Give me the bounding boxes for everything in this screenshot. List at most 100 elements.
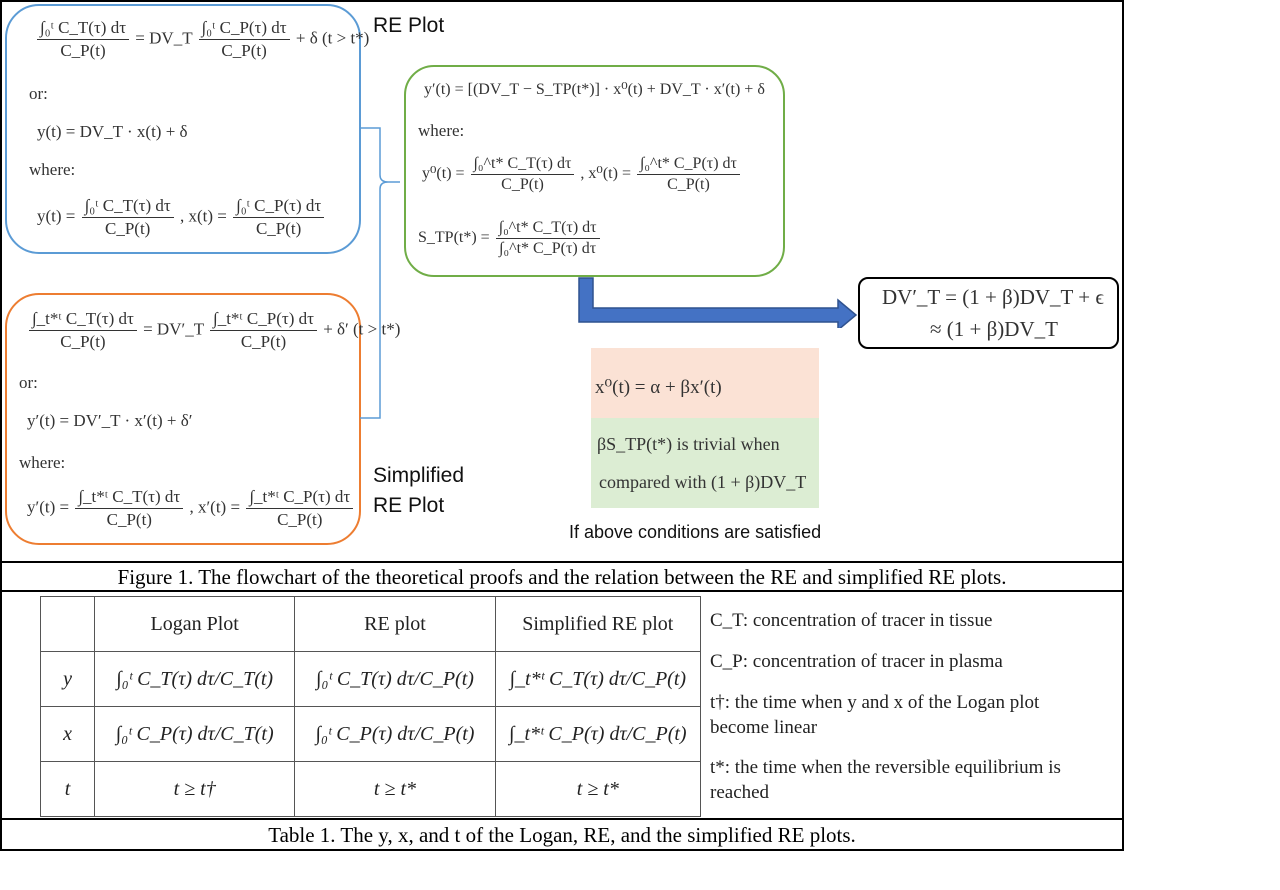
x0-lhs: , x⁰(t) =: [580, 165, 631, 183]
table-header-cell: [39, 596, 96, 652]
green-top-equation: y′(t) = [(DV_T − S_TP(t*)] · x⁰(t) + DV_…: [424, 81, 765, 98]
re-x-den: C_P(t): [255, 219, 302, 238]
legend-tstar-2: reached: [710, 782, 770, 803]
table-row: y ∫₀ᵗ C_T(τ) dτ/C_T(t) ∫₀ᵗ C_T(τ) dτ/C_P…: [39, 651, 702, 707]
stp-den: ∫₀^t* C_P(τ) dτ: [499, 240, 597, 257]
table-row: x ∫₀ᵗ C_P(τ) dτ/C_T(t) ∫₀ᵗ C_P(τ) dτ/C_P…: [39, 706, 702, 762]
condition-2-line1: βS_TP(t*) is trivial when: [597, 434, 780, 454]
frame-divider-1: [0, 561, 1124, 563]
y0-den: C_P(t): [501, 176, 544, 193]
re-eq1-lhs-den: C_P(t): [60, 41, 106, 60]
result-line-2: ≈ (1 + β)DV_T: [930, 317, 1058, 341]
simp-x-den: C_P(t): [277, 510, 323, 529]
stp-num: ∫₀^t* C_T(τ) dτ: [495, 219, 600, 239]
table-header-cell: RE plot: [294, 596, 496, 652]
legend-ct: C_T: concentration of tracer in tissue: [710, 610, 993, 631]
table-row-label: x: [39, 706, 96, 762]
simp-eq1-lhs-num: ∫_t*ᵗ C_T(τ) dτ: [29, 309, 137, 331]
derivation-box: y′(t) = [(DV_T − S_TP(t*)] · x⁰(t) + DV_…: [404, 65, 785, 277]
table-row: t t ≥ t† t ≥ t* t ≥ t*: [39, 761, 702, 817]
simplified-label-line2: RE Plot: [373, 494, 445, 517]
y0-lhs: y⁰(t) =: [422, 165, 465, 183]
re-equation-2: y(t) = DV_T · x(t) + δ: [37, 122, 188, 141]
re-eq1-tail: + δ (t > t*): [295, 28, 370, 48]
simp-equation-2: y′(t) = DV′_T · x′(t) + δ′: [27, 411, 193, 430]
simp-eq1-rhs-den: C_P(t): [240, 332, 287, 351]
table-header-cell: Logan Plot: [94, 596, 296, 652]
y0-num: ∫₀^t* C_T(τ) dτ: [470, 155, 575, 175]
table-cell: t ≥ t*: [294, 761, 496, 817]
simp-or-label: or:: [19, 373, 38, 392]
table-header-row: Logan Plot RE plot Simplified RE plot: [39, 596, 702, 652]
table-caption: Table 1. The y, x, and t of the Logan, R…: [268, 823, 856, 847]
legend-cp: C_P: concentration of tracer in plasma: [710, 651, 1003, 672]
frame-left: [0, 0, 2, 851]
x0-num: ∫₀^t* C_P(τ) dτ: [636, 155, 740, 175]
condition-2-line2: compared with (1 + β)DV_T: [599, 472, 807, 492]
condition-1-text: x⁰(t) = α + βx′(t): [595, 377, 722, 398]
x0-den: C_P(t): [667, 176, 710, 193]
table-cell: ∫₀ᵗ C_T(τ) dτ/C_T(t): [94, 651, 296, 707]
condition-2: βS_TP(t*) is trivial when compared with …: [591, 418, 819, 508]
legend-tstar-1: t*: the time when the reversible equilib…: [710, 757, 1061, 778]
simp-where-label: where:: [19, 453, 66, 472]
simp-x-lhs: , x′(t) =: [189, 497, 241, 517]
legend-tdagger-2: become linear: [710, 717, 818, 738]
re-x-num: ∫₀ᵗ C_P(τ) dτ: [233, 196, 325, 218]
re-where-label: where:: [29, 160, 76, 179]
flow-arrow: [578, 277, 858, 328]
table-row-label: y: [39, 651, 96, 707]
comparison-table: Logan Plot RE plot Simplified RE plot y …: [39, 596, 702, 817]
simp-y-den: C_P(t): [106, 510, 152, 529]
result-line-1: DV′_T = (1 + β)DV_T + ϵ: [882, 285, 1104, 309]
re-eq1-lhs-num: ∫₀ᵗ C_T(τ) dτ: [37, 18, 130, 40]
simp-eq1-tail: + δ′ (t > t*): [323, 319, 401, 339]
table-cell: ∫₀ᵗ C_T(τ) dτ/C_P(t): [294, 651, 496, 707]
conditions-note: If above conditions are satisfied: [569, 522, 822, 542]
table-cell: ∫_t*ᵗ C_T(τ) dτ/C_P(t): [494, 651, 702, 707]
re-plot-label: RE Plot: [373, 14, 445, 37]
re-or-label: or:: [29, 84, 48, 103]
brace-connector: [360, 127, 400, 419]
table-cell: t ≥ t*: [494, 761, 702, 817]
simplified-label-line1: Simplified: [373, 464, 465, 487]
re-eq1-rhs-num: ∫₀ᵗ C_P(τ) dτ: [198, 18, 290, 40]
re-y-num: ∫₀ᵗ C_T(τ) dτ: [81, 196, 174, 218]
simp-eq1-lhs-den: C_P(t): [60, 332, 106, 351]
frame-right: [1122, 0, 1124, 851]
simp-x-num: ∫_t*ᵗ C_P(τ) dτ: [246, 487, 354, 509]
table-cell: ∫₀ᵗ C_P(τ) dτ/C_T(t): [94, 706, 296, 762]
table-row-label: t: [39, 761, 96, 817]
green-where-label: where:: [418, 121, 465, 140]
re-eq1-mid: = DV_T: [135, 28, 193, 48]
simp-y-lhs: y′(t) =: [27, 497, 70, 517]
stp-lhs: S_TP(t*) =: [418, 229, 490, 247]
frame-divider-3: [0, 818, 1124, 820]
legend-tdagger-1: t†: the time when y and x of the Logan p…: [710, 692, 1040, 713]
re-x-lhs: , x(t) =: [179, 206, 227, 226]
frame-divider-2: [0, 590, 1124, 592]
table-cell: ∫₀ᵗ C_P(τ) dτ/C_P(t): [294, 706, 496, 762]
condition-1: x⁰(t) = α + βx′(t): [591, 348, 819, 418]
result-box: DV′_T = (1 + β)DV_T + ϵ ≈ (1 + β)DV_T: [858, 277, 1119, 349]
table-cell: t ≥ t†: [94, 761, 296, 817]
simp-eq1-mid: = DV′_T: [143, 319, 204, 339]
table-cell: ∫_t*ᵗ C_P(τ) dτ/C_P(t): [494, 706, 702, 762]
re-eq1-rhs-den: C_P(t): [221, 41, 267, 60]
re-y-den: C_P(t): [104, 219, 151, 238]
table-header-cell: Simplified RE plot: [494, 596, 702, 652]
frame-top: [0, 0, 1124, 2]
simp-eq1-rhs-num: ∫_t*ᵗ C_P(τ) dτ: [210, 309, 317, 331]
figure-caption: Figure 1. The flowchart of the theoretic…: [117, 565, 1007, 589]
re-y-lhs: y(t) =: [37, 206, 76, 226]
frame-bottom: [0, 849, 1124, 851]
stp-definition: S_TP(t*) = ∫₀^t* C_T(τ) dτ∫₀^t* C_P(τ) d…: [418, 219, 602, 258]
simp-y-num: ∫_t*ᵗ C_T(τ) dτ: [75, 487, 184, 509]
